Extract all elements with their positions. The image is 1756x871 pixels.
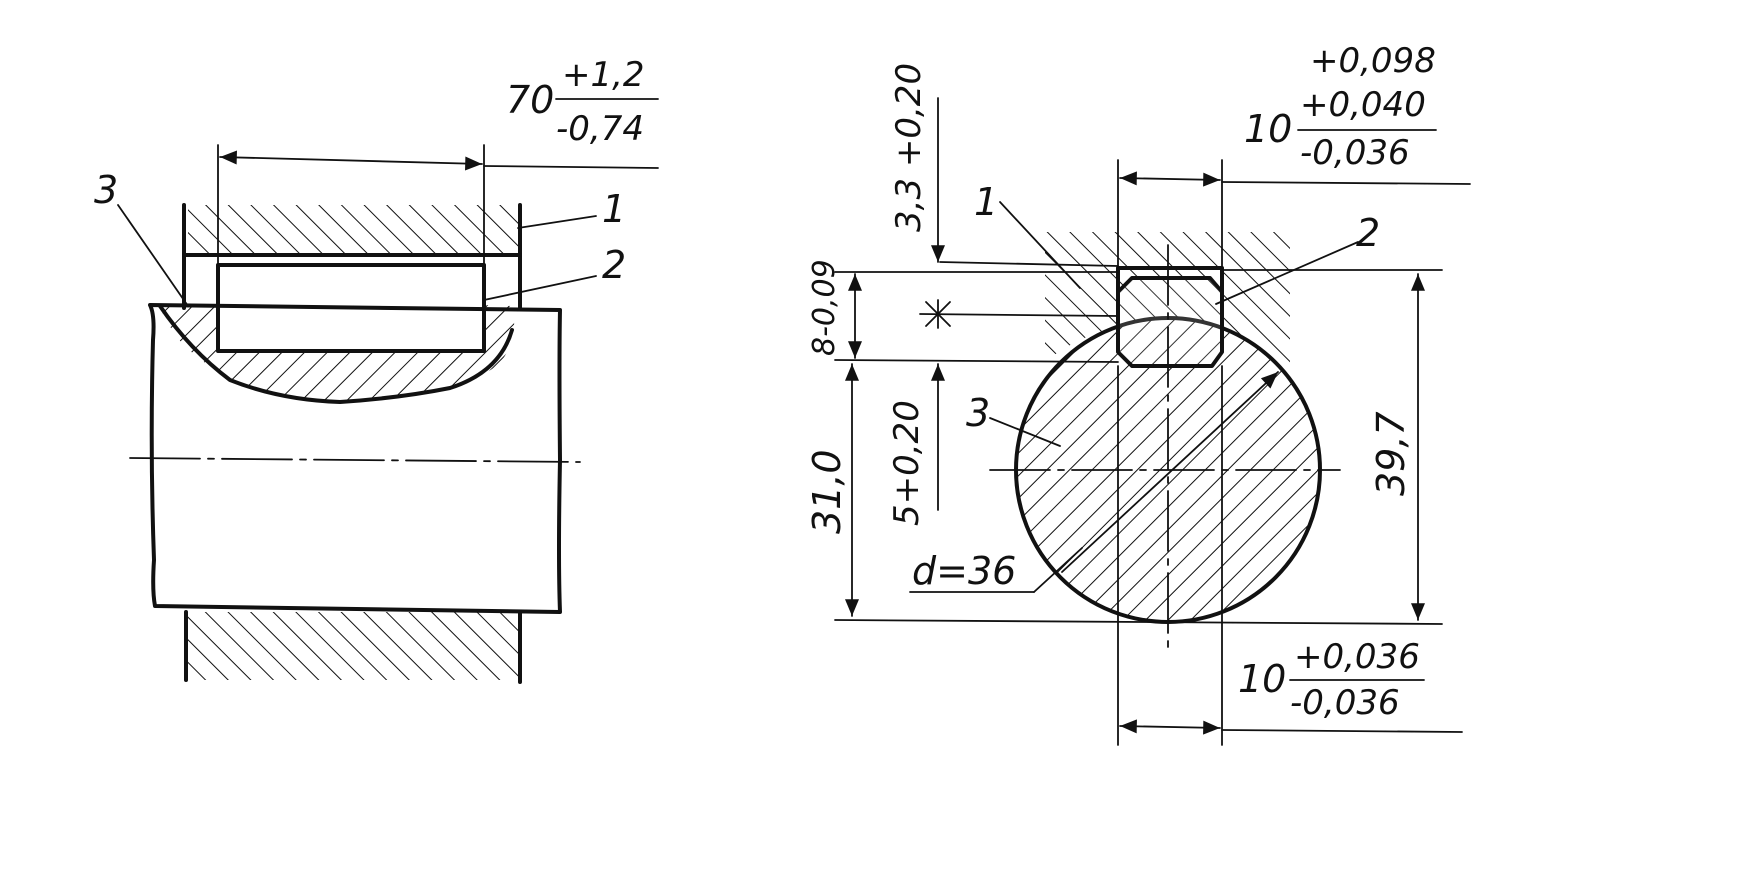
hub-top [188, 205, 518, 255]
right-view [834, 97, 1471, 746]
length-lower: -0,74 [556, 109, 644, 149]
bottom-width-nominal: 10 [1238, 657, 1286, 701]
key-width-upper: +0,098 [1310, 41, 1436, 81]
shaft-depth-dim: 5+0,20 [887, 400, 927, 526]
left-label-2: 2 [602, 243, 626, 287]
key-width-lower: -0,036 [1300, 133, 1410, 173]
left-label-1: 1 [602, 187, 626, 231]
key-section [1116, 276, 1224, 368]
bottom-width-upper: +0,036 [1294, 637, 1420, 677]
key [216, 263, 486, 353]
shaft-remaining-dim: 31,0 [805, 449, 849, 534]
left-labels: 3 1 2 70 +1,2 -0,74 [94, 55, 659, 287]
total-height-dim: 39,7 [1369, 411, 1413, 496]
diameter-label: d=36 [912, 549, 1016, 593]
length-nominal: 70 [506, 78, 554, 122]
shaft-outline [148, 303, 562, 614]
bottom-width-lower: -0,036 [1290, 683, 1400, 723]
left-label-3: 3 [94, 168, 118, 212]
length-upper: +1,2 [562, 55, 645, 95]
right-label-3: 3 [966, 391, 990, 435]
key-height-dim: 8-0,09 [807, 259, 842, 356]
right-label-1: 1 [974, 180, 998, 224]
right-label-2: 2 [1356, 211, 1380, 255]
left-view [117, 144, 659, 684]
shaft-section [158, 305, 515, 402]
key-width-nominal: 10 [1244, 107, 1292, 151]
right-labels: 1 2 3 10 +0,098 +0,040 -0,036 10 +0,036 … [805, 41, 1437, 723]
hub-depth-dim: 3,3 +0,20 [889, 63, 929, 232]
hub-bottom [186, 612, 520, 680]
key-width-mid: +0,040 [1300, 85, 1426, 125]
